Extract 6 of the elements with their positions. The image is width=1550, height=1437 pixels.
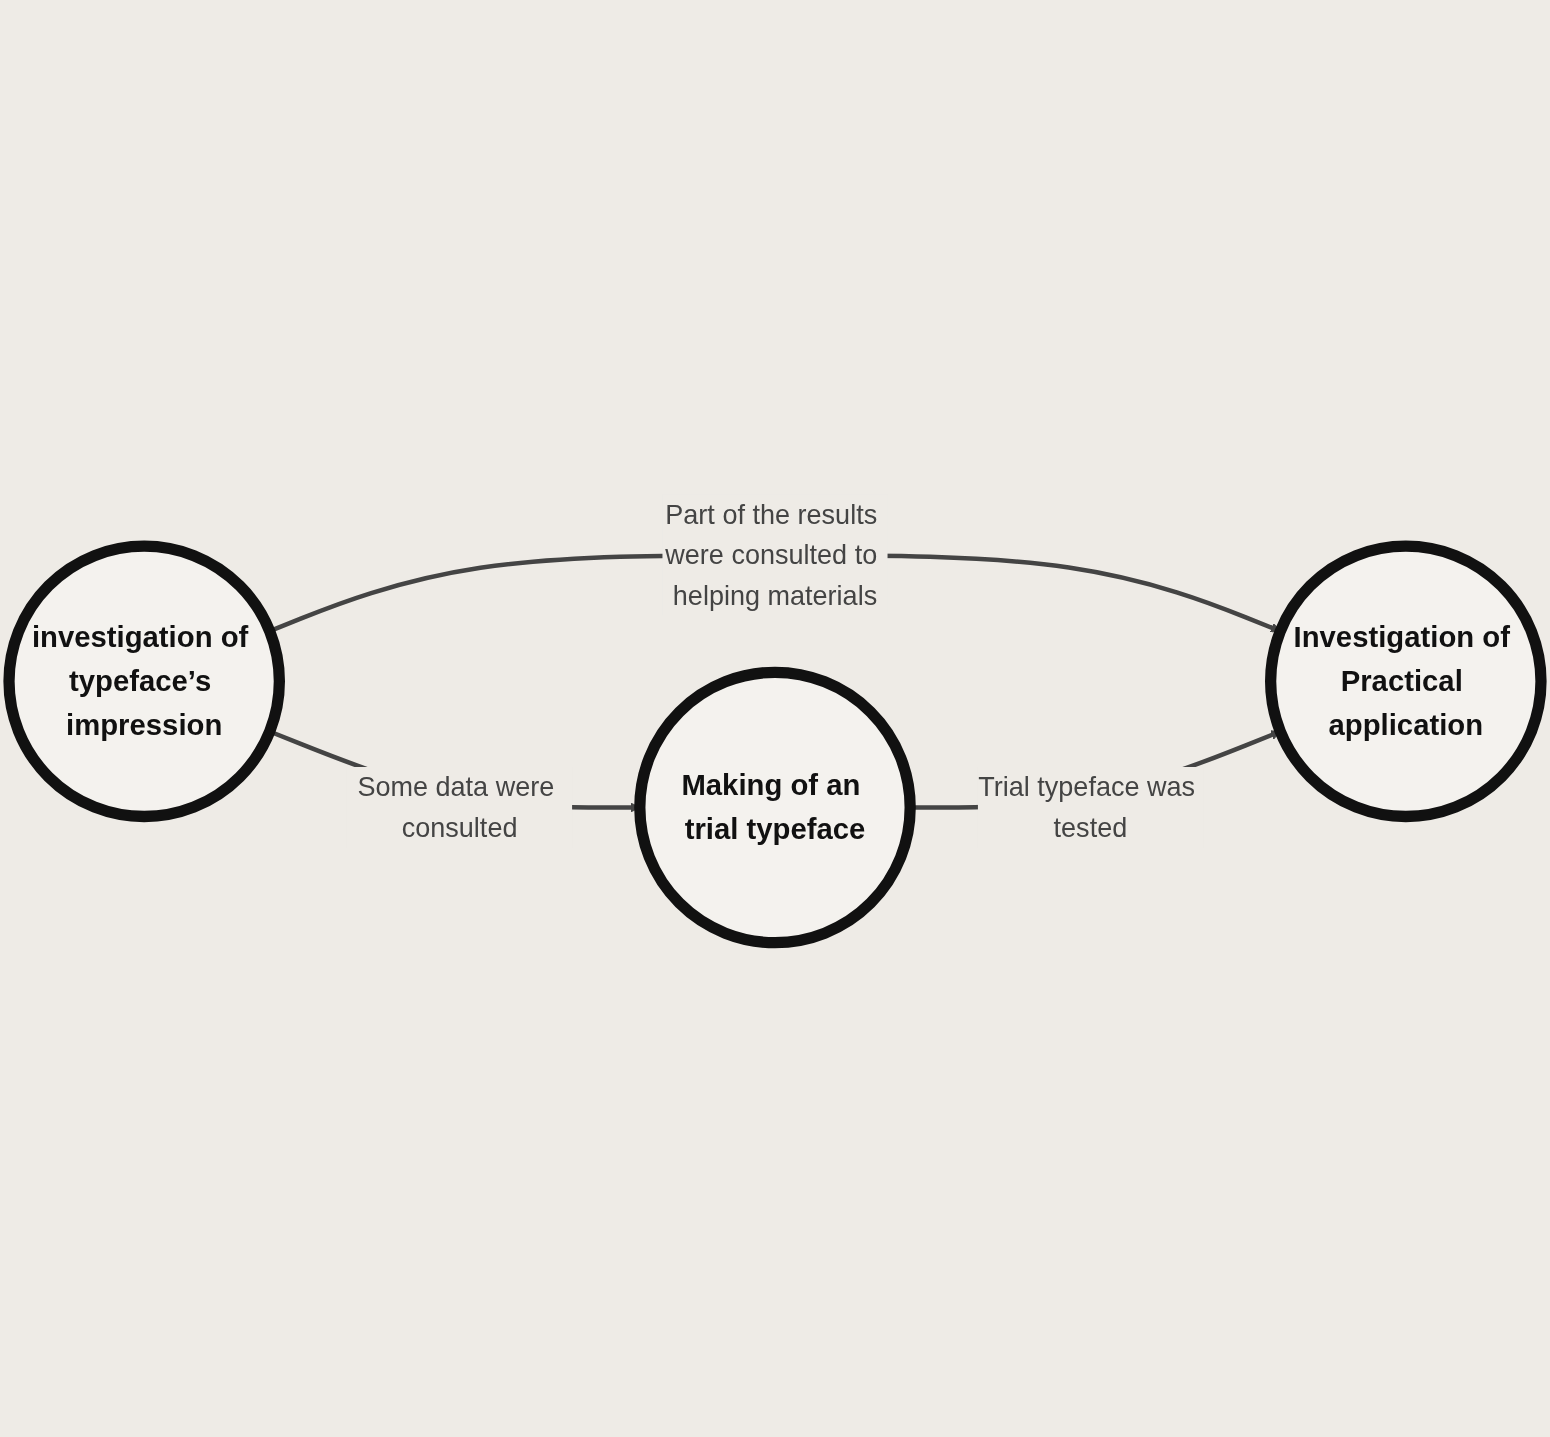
node-circle: Investigation of Practical application (1265, 540, 1547, 823)
edge-label: Some data were consulted (357, 771, 555, 843)
edge-label: Part of the results were consulted to helping materials (665, 498, 878, 611)
node-circle: Making of an trial typeface (634, 666, 916, 949)
node-circle: investigation of typeface’s impression (3, 540, 285, 823)
edge-label: Trial typeface was tested (978, 771, 1196, 843)
